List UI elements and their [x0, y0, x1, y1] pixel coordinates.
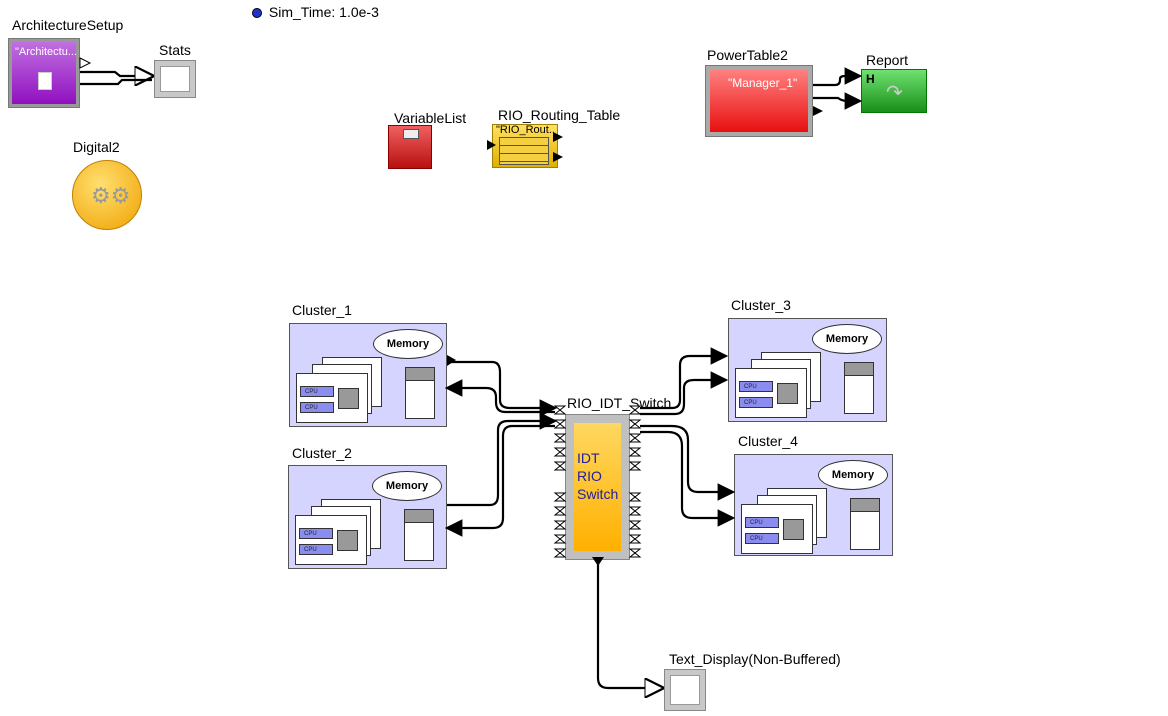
document-icon — [38, 72, 52, 90]
cluster-4[interactable]: Memory CPU CPU — [734, 454, 893, 556]
cluster-4-label: Cluster_4 — [738, 433, 798, 449]
report-label: Report — [866, 52, 909, 68]
report-block[interactable]: ↷ H — [861, 69, 927, 113]
stats-label: Stats — [159, 42, 191, 58]
digital2-block[interactable]: ⚙⚙ — [72, 160, 142, 230]
cluster-2-label: Cluster_2 — [292, 445, 352, 461]
architecture-setup-block[interactable]: "Architectu... — [8, 38, 80, 108]
chip-block — [777, 383, 798, 404]
text-display-label: Text_Display(Non-Buffered) — [669, 651, 841, 667]
cpu-chip: CPU — [299, 544, 333, 555]
rio-idt-switch-block[interactable]: IDT RIO Switch — [565, 414, 630, 560]
stats-block[interactable] — [154, 60, 196, 98]
cpu-chip: CPU — [745, 533, 779, 544]
power-table2-block[interactable]: "Manager_1" — [705, 65, 813, 137]
chip-block — [337, 530, 358, 551]
cluster-1[interactable]: Memory CPU CPU — [289, 323, 447, 427]
list-icon — [403, 129, 419, 139]
cpu-chip: CPU — [300, 386, 334, 397]
cpu-chip: CPU — [300, 402, 334, 413]
variable-list-label: VariableList — [394, 110, 467, 126]
chip-block — [338, 388, 359, 409]
power-table2-inner-text: "Manager_1" — [728, 76, 798, 90]
memory-ellipse: Memory — [373, 329, 443, 359]
storage-block — [850, 498, 880, 550]
sim-time-text: Sim_Time: 1.0e-3 — [268, 4, 379, 20]
report-arrow-icon: ↷ — [886, 82, 903, 104]
storage-block — [405, 367, 435, 419]
storage-block — [844, 362, 874, 414]
cpu-chip: CPU — [739, 397, 773, 408]
text-display-block[interactable] — [664, 669, 706, 711]
cpu-chip: CPU — [739, 381, 773, 392]
table-icon — [499, 137, 549, 165]
sim-time-indicator: Sim_Time: 1.0e-3 — [252, 4, 379, 20]
power-table2-label: PowerTable2 — [707, 47, 788, 63]
architecture-setup-label: ArchitectureSetup — [12, 17, 124, 33]
rio-routing-table-inner-text: "RIO_Rout... — [496, 124, 554, 136]
sim-time-dot-icon — [252, 8, 262, 19]
rio-routing-table-label: RIO_Routing_Table — [498, 107, 621, 123]
chip-block — [783, 519, 804, 540]
memory-ellipse: Memory — [812, 324, 882, 354]
architecture-setup-inner-text: "Architectu... — [15, 46, 77, 58]
cluster-3[interactable]: Memory CPU CPU — [728, 318, 887, 422]
cluster-1-label: Cluster_1 — [292, 302, 352, 318]
memory-ellipse: Memory — [372, 471, 442, 501]
cpu-chip: CPU — [745, 517, 779, 528]
cpu-chip: CPU — [299, 528, 333, 539]
memory-ellipse: Memory — [818, 460, 888, 490]
cluster-2[interactable]: Memory CPU CPU — [288, 465, 447, 569]
variable-list-block[interactable] — [388, 125, 432, 169]
storage-block — [404, 509, 434, 561]
gears-icon: ⚙⚙ — [91, 183, 131, 208]
rio-routing-table-block[interactable]: "RIO_Rout... — [492, 124, 558, 168]
rio-idt-switch-inner-text: IDT RIO Switch — [577, 450, 619, 502]
report-h-icon: H — [866, 72, 875, 86]
digital2-label: Digital2 — [73, 139, 120, 155]
cluster-3-label: Cluster_3 — [731, 297, 791, 313]
